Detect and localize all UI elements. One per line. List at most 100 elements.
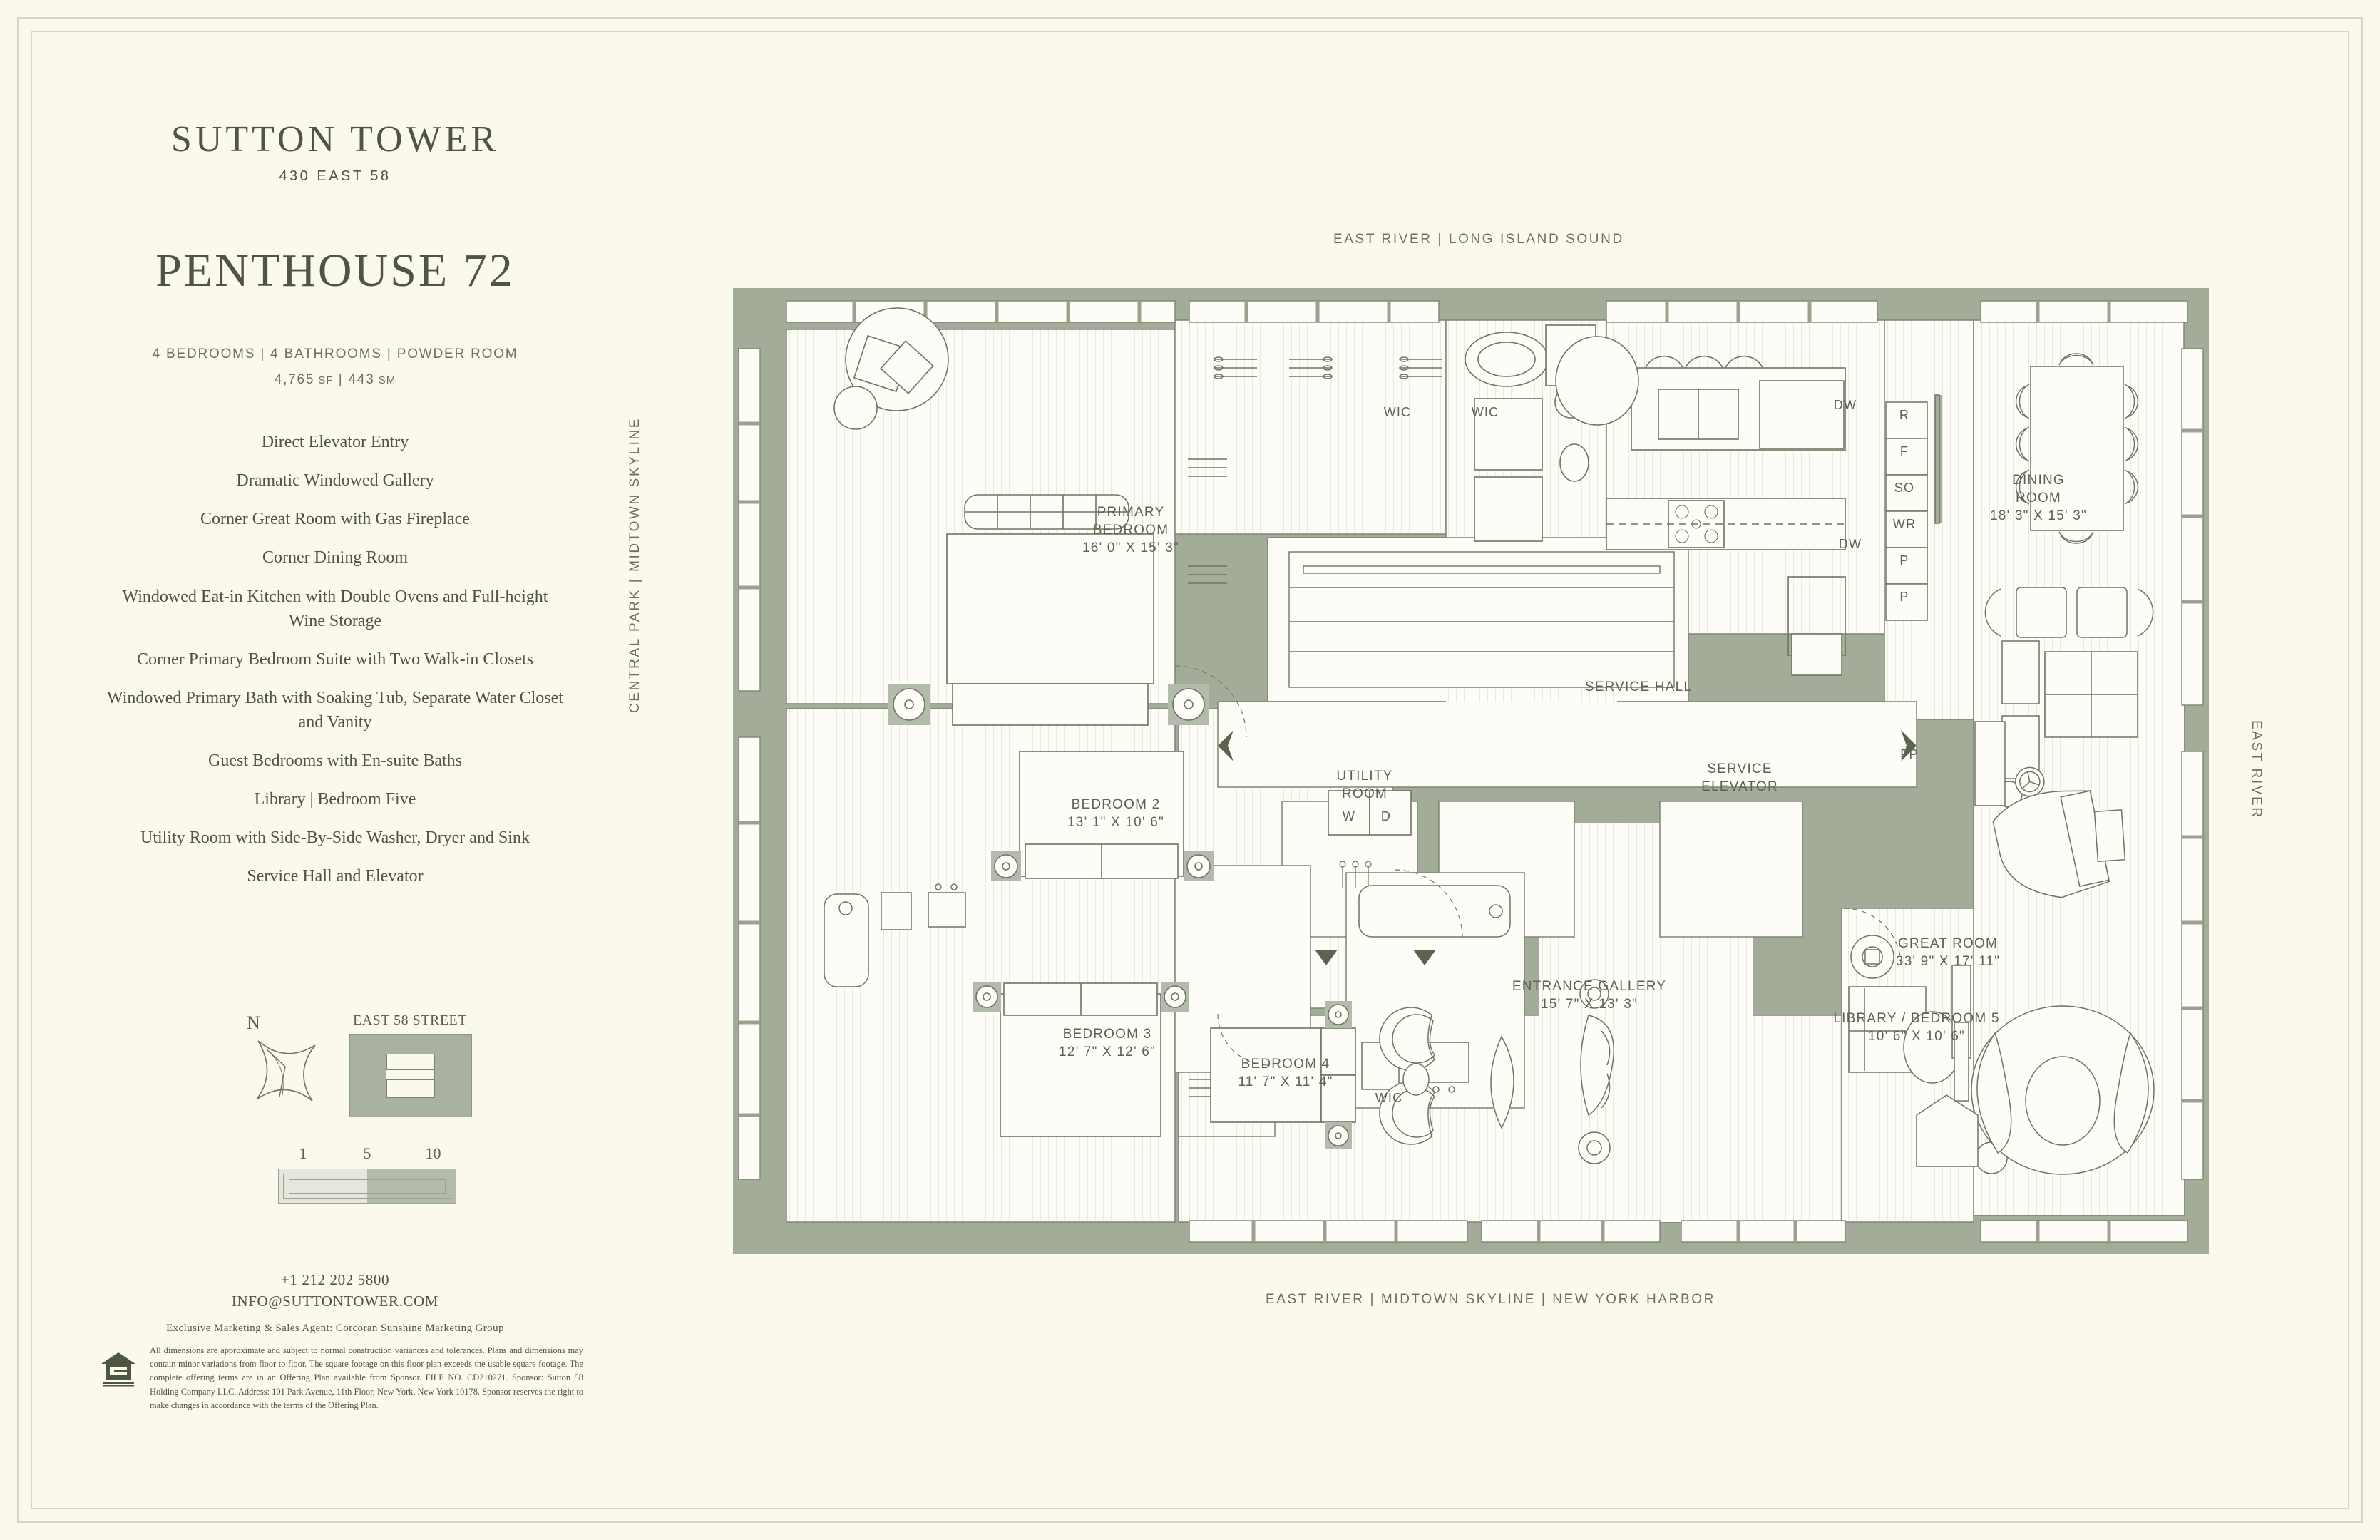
feature-item: Guest Bedrooms with En-suite Baths bbox=[208, 751, 462, 770]
room-label-utility-room: UTILITY ROOM bbox=[1336, 769, 1392, 801]
gallery-direction-arrows bbox=[1315, 950, 1436, 965]
windows-west bbox=[738, 348, 761, 1180]
room-label-service-hall: SERVICE HALL bbox=[1585, 679, 1692, 694]
compass-north-label: N bbox=[247, 1012, 260, 1033]
feature-item: Dramatic Windowed Gallery bbox=[236, 471, 434, 491]
room-label-text: 13' 1" X 10' 6" bbox=[1067, 815, 1164, 830]
room-label-text: 18' 3" X 15' 3" bbox=[1990, 508, 2087, 523]
furniture-primary-bath bbox=[1465, 324, 1596, 542]
room-label-dining-room: DINING ROOM 18' 3" X 15' 3" bbox=[1990, 473, 2087, 523]
room-label-text: 16' 0" X 15' 3" bbox=[1082, 540, 1179, 555]
plan-caption-right: EAST RIVER bbox=[2249, 720, 2264, 819]
feature-item: Corner Primary Bedroom Suite with Two Wa… bbox=[136, 650, 534, 669]
legal-disclaimer-text: All dimensions are approximate and subje… bbox=[150, 1345, 583, 1410]
room-label-library-bedroom-5: LIBRARY / BEDROOM 510' 6" X 10' 6" bbox=[1833, 1011, 1999, 1044]
plan-tag-dryer: D bbox=[1381, 809, 1391, 823]
scale-bar-group: 1 5 10 bbox=[278, 1144, 456, 1204]
room-label-text: ROOM bbox=[1342, 786, 1388, 801]
furniture-great-room bbox=[1971, 587, 2155, 1175]
room-label-text: PRIMARY bbox=[1097, 505, 1165, 520]
room-label-text: UTILITY bbox=[1336, 769, 1392, 784]
plan-caption-bottom: EAST RIVER | MIDTOWN SKYLINE | NEW YORK … bbox=[1266, 1292, 1715, 1307]
unit-program: 4 BEDROOMS | 4 BATHROOMS | POWDER ROOM bbox=[152, 346, 518, 361]
compass-rose: N bbox=[242, 1012, 328, 1114]
plan-caption-left: CENTRAL PARK | MIDTOWN SKYLINE bbox=[627, 416, 642, 713]
room-label-group: PRIMARY BEDROOM 16' 0" X 15' 3" DINING ROOM 1… bbox=[1059, 473, 2087, 1089]
key-plan-street-label: EAST 58 STREET bbox=[353, 1012, 467, 1028]
windows-south bbox=[1189, 1220, 2188, 1243]
contact-block: +1 212 202 5800 INFO@SUTTONTOWER.COM bbox=[107, 1269, 563, 1313]
room-label-text: ENTRANCE GALLERY bbox=[1512, 979, 1666, 994]
room-label-text: ROOM bbox=[2016, 491, 2061, 505]
plan-tag-tall-unit-p1: P bbox=[1899, 553, 1909, 568]
plan-tag-fireplace: FP bbox=[1900, 747, 1918, 761]
scale-inner-frame-2 bbox=[289, 1179, 446, 1194]
plan-tag-tall-unit-so: SO bbox=[1894, 481, 1914, 495]
furniture-bedroom-3 bbox=[973, 982, 1189, 1137]
room-label-text: BEDROOM 4 bbox=[1241, 1057, 1330, 1072]
room-label-primary-bedroom: PRIMARY BEDROOM 16' 0" X 15' 3" bbox=[1082, 505, 1179, 555]
furniture-bedroom-2 bbox=[991, 751, 1214, 881]
scale-tick-labels: 1 5 10 bbox=[278, 1144, 456, 1169]
furniture-bedroom-4 bbox=[1210, 1001, 1356, 1149]
scale-segment-dark bbox=[367, 1169, 456, 1203]
room-label-text: 11' 7" X 11' 4" bbox=[1238, 1074, 1333, 1089]
furniture-kitchen bbox=[1555, 336, 1846, 676]
closet-rails bbox=[1188, 356, 1442, 1097]
room-label-text: SERVICE HALL bbox=[1585, 679, 1692, 694]
scale-tick-5: 5 bbox=[363, 1144, 371, 1162]
feature-item: Service Hall and Elevator bbox=[247, 867, 424, 886]
unit-specs: 4 BEDROOMS | 4 BATHROOMS | POWDER ROOM 4… bbox=[107, 342, 563, 393]
plan-tag-dw-kitchen-island: DW bbox=[1834, 398, 1857, 412]
windows-north bbox=[786, 300, 2188, 323]
furniture-utility-room bbox=[1328, 790, 1412, 888]
brand-name: SUTTON TOWER bbox=[170, 119, 500, 160]
plan-tag-washer: W bbox=[1343, 809, 1355, 823]
room-label-bedroom-2: BEDROOM 2 13' 1" X 10' 6" bbox=[1067, 797, 1164, 830]
pantry-tall-units bbox=[1885, 394, 1942, 621]
plan-tag-dw-kitchen-pantry: DW bbox=[1839, 537, 1862, 551]
feature-item: Corner Great Room with Gas Fireplace bbox=[200, 510, 470, 529]
room-label-text: 12' 7" X 12' 6" bbox=[1059, 1044, 1156, 1059]
feature-item: Windowed Eat-in Kitchen with Double Oven… bbox=[122, 587, 548, 630]
furniture-primary-bedroom bbox=[833, 307, 1209, 726]
sales-agent-line: Exclusive Marketing & Sales Agent: Corco… bbox=[166, 1323, 504, 1334]
scale-tick-10: 10 bbox=[425, 1144, 441, 1162]
plan-tag-tall-unit-r: R bbox=[1899, 408, 1909, 422]
room-label-text: BEDROOM 3 bbox=[1063, 1027, 1152, 1042]
room-label-text: DINING bbox=[2012, 473, 2065, 488]
key-plan-unit-band bbox=[386, 1069, 434, 1080]
contact-phone[interactable]: +1 212 202 5800 bbox=[280, 1271, 390, 1288]
plan-tag-wic-primary-1: WIC bbox=[1384, 405, 1412, 419]
room-label-text: 15' 7" X 13' 3" bbox=[1541, 997, 1638, 1012]
key-plan: EAST 58 STREET bbox=[349, 1012, 472, 1117]
floor-plan: PRIMARY BEDROOM 16' 0" X 15' 3" DINING ROOM 1… bbox=[719, 281, 2223, 1261]
equal-housing-opportunity-icon bbox=[100, 1350, 137, 1387]
scale-inner-frame-1 bbox=[283, 1174, 451, 1199]
contact-email[interactable]: INFO@SUTTONTOWER.COM bbox=[231, 1293, 439, 1310]
scale-bar bbox=[278, 1169, 456, 1204]
brand-address: 430 EAST 58 bbox=[279, 168, 391, 184]
floor-plan-drawing: PRIMARY BEDROOM 16' 0" X 15' 3" DINING ROOM 1… bbox=[733, 288, 2209, 1254]
scale-segment-light bbox=[279, 1169, 367, 1203]
compass-star-icon bbox=[256, 1040, 316, 1102]
scale-tick-1: 1 bbox=[299, 1144, 307, 1162]
room-label-bedroom-4: BEDROOM 4 11' 7" X 11' 4" bbox=[1238, 1057, 1333, 1089]
room-label-text: GREAT ROOM bbox=[1898, 936, 1998, 951]
plan-tag-tall-unit-wr: WR bbox=[1893, 517, 1916, 531]
room-label-text: SERVICE bbox=[1707, 761, 1772, 776]
feature-item: Library | Bedroom Five bbox=[254, 789, 416, 808]
room-label-text: BEDROOM bbox=[1093, 523, 1169, 538]
room-label-entrance-gallery: ENTRANCE GALLERY 15' 7" X 13' 3" bbox=[1512, 979, 1666, 1012]
room-label-bedroom-3: BEDROOM 3 12' 7" X 12' 6" bbox=[1059, 1027, 1156, 1059]
room-label-text: BEDROOM 2 bbox=[1072, 797, 1161, 812]
plan-tag-tall-unit-f: F bbox=[1900, 444, 1909, 458]
windows-east bbox=[2181, 348, 2204, 1180]
service-hall-arrows bbox=[1218, 730, 1917, 761]
plan-tag-tall-unit-p2: P bbox=[1899, 590, 1909, 604]
info-column: SUTTON TOWER 430 EAST 58 PENTHOUSE 72 4 … bbox=[107, 121, 563, 903]
page-title: PENTHOUSE 72 bbox=[155, 245, 515, 297]
